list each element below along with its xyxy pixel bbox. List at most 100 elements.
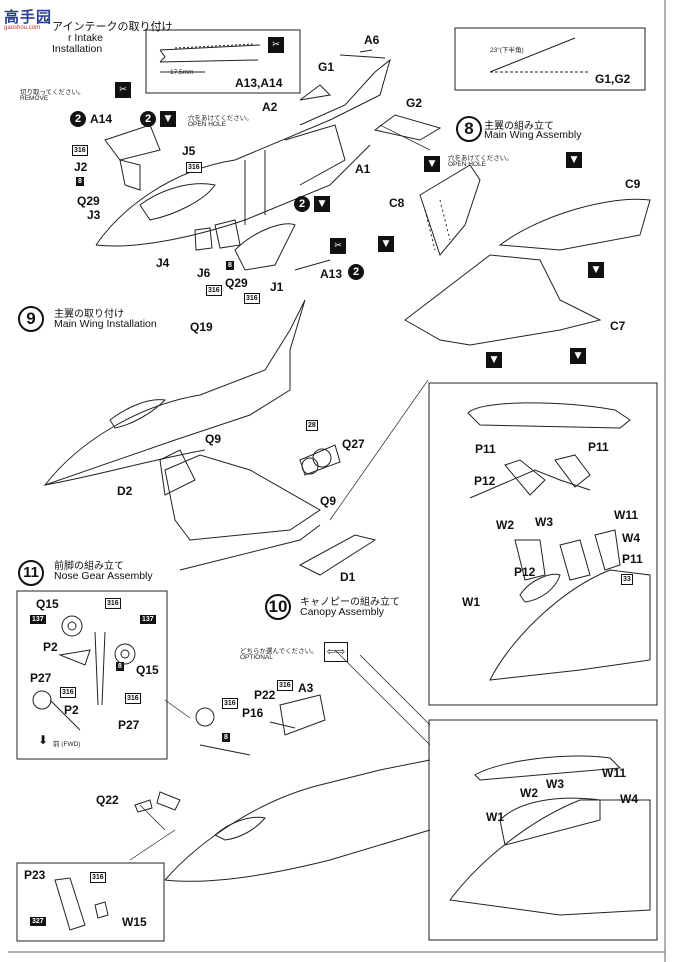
inset-dimension: 17.5mm — [170, 69, 194, 76]
drill-icon: ▼ — [566, 152, 582, 168]
color-chip: 316 — [90, 872, 106, 883]
part-label-p27b: P27 — [118, 718, 140, 732]
optional-arrows-icon: ⇦⇨ — [324, 642, 348, 662]
part-label-a13: A13 — [320, 267, 343, 281]
step11-title-jp: 前脚の組み立て — [54, 561, 124, 572]
part-label-w4: W4 — [622, 531, 640, 545]
part-label-p16: P16 — [242, 706, 264, 720]
step7-title-jp: アインテークの取り付け — [52, 20, 173, 33]
cut-icon: ✂ — [268, 37, 284, 53]
angle-note: 23°(下半角) — [490, 47, 524, 54]
color-chip: 316 — [125, 693, 141, 704]
part-label-w15: W15 — [122, 915, 147, 929]
part-label-j6: J6 — [197, 266, 211, 280]
part-label-w4-lower: W4 — [620, 792, 638, 806]
part-label-p11: P11 — [588, 440, 609, 454]
part-label-a1: A1 — [355, 162, 371, 176]
drill-icon: ▼ — [424, 156, 440, 172]
part-label-g2: G2 — [406, 96, 423, 110]
color-chip: 8 — [116, 662, 124, 671]
color-chip: 28 — [306, 420, 318, 431]
part-label-q9b: Q9 — [320, 494, 337, 508]
color-chip: 316 — [105, 598, 121, 609]
part-label-q15: Q15 — [36, 597, 59, 611]
part-label-w1: W1 — [462, 595, 480, 609]
step-number-11: 11 — [18, 560, 44, 586]
cut-icon: ✂ — [330, 238, 346, 254]
part-label-w11: W11 — [614, 508, 639, 522]
step8-title-en: Main Wing Assembly — [484, 129, 582, 141]
part-label-c7: C7 — [610, 319, 626, 333]
part-label-p2b: P2 — [64, 703, 79, 717]
part-label-w2-lower: W2 — [520, 786, 538, 800]
color-chip: 137 — [30, 615, 46, 624]
drill-icon: ▼ — [486, 352, 502, 368]
part-label-p12b: P12 — [514, 565, 536, 579]
color-chip: 316 — [244, 293, 260, 304]
arrow-down-icon: ⬇ — [38, 733, 49, 747]
openhole-note-en: OPEN HOLE — [188, 121, 226, 128]
part-label-q27: Q27 — [342, 437, 365, 451]
part-label-j2: J2 — [74, 160, 88, 174]
part-label-a3: A3 — [298, 681, 314, 695]
step7-title-en2: Installation — [52, 43, 103, 55]
color-chip: 316 — [72, 145, 88, 156]
openhole-note-jp: 穴をあけてください。 — [188, 115, 253, 122]
part-label-w1-lower: W1 — [486, 810, 504, 824]
step11-title-en: Nose Gear Assembly — [54, 570, 153, 582]
part-label-p22: P22 — [254, 688, 276, 702]
color-chip: 316 — [222, 698, 238, 709]
inset-parts-label: A13,A14 — [235, 76, 283, 90]
inset-parts-g: G1,G2 — [595, 72, 631, 86]
part-label-p27: P27 — [30, 671, 52, 685]
part-label-p11b: P11 — [622, 552, 643, 566]
site-watermark-sub: gaoshou.com — [4, 25, 41, 31]
part-label-q29b: Q29 — [225, 276, 248, 290]
remove-note-jp: 切り取ってください。 — [20, 89, 85, 96]
part-label-a14: A14 — [90, 112, 113, 126]
color-chip: 316 — [206, 285, 222, 296]
step7-title-en1: r Intake — [68, 32, 104, 44]
drill-icon: ▼ — [160, 111, 176, 127]
part-label-g1: G1 — [318, 60, 335, 74]
optional-note-en: OPTIONAL — [240, 654, 273, 661]
part-label-q15b: Q15 — [136, 663, 159, 677]
color-chip: 327 — [30, 917, 46, 926]
qty-badge: 2 — [70, 111, 86, 127]
part-label-p11-left: P11 — [475, 442, 496, 456]
part-label-j3: J3 — [87, 208, 101, 222]
remove-note-en: REMOVE — [20, 95, 49, 102]
part-label-j4: J4 — [156, 256, 170, 270]
part-label-q19: Q19 — [190, 320, 213, 334]
step8-title-jp: 主翼の組み立て — [484, 121, 554, 132]
part-label-c8: C8 — [389, 196, 405, 210]
cut-icon: ✂ — [115, 82, 131, 98]
part-label-q22: Q22 — [96, 793, 119, 807]
part-label-d1: D1 — [340, 570, 356, 584]
part-label-w3: W3 — [535, 515, 553, 529]
drill-icon: ▼ — [378, 236, 394, 252]
drill-icon: ▼ — [570, 348, 586, 364]
step10-title-jp: キャノピーの組み立て — [300, 597, 400, 608]
part-label-q9: Q9 — [205, 432, 222, 446]
color-chip: 316 — [277, 680, 293, 691]
part-label-a2: A2 — [262, 100, 278, 114]
optional-note-jp: どちらか選んでください。 — [240, 648, 318, 655]
color-chip: 316 — [60, 687, 76, 698]
step9-title-en: Main Wing Installation — [54, 318, 157, 330]
site-watermark: 高手园 — [4, 8, 53, 26]
part-label-j1: J1 — [270, 280, 284, 294]
part-label-q29: Q29 — [77, 194, 100, 208]
step-number-10: 10 — [265, 594, 291, 620]
part-label-c9: C9 — [625, 177, 641, 191]
qty-badge: 2 — [294, 196, 310, 212]
color-chip: 137 — [140, 615, 156, 624]
part-label-d2: D2 — [117, 484, 133, 498]
color-chip: 8 — [226, 261, 234, 270]
part-label-a6: A6 — [364, 33, 380, 47]
part-label-p12: P12 — [474, 474, 496, 488]
step10-title-en: Canopy Assembly — [300, 606, 385, 618]
part-label-j5: J5 — [182, 144, 196, 158]
step9-title-jp: 主翼の取り付け — [54, 309, 124, 320]
part-label-w2: W2 — [496, 518, 514, 532]
